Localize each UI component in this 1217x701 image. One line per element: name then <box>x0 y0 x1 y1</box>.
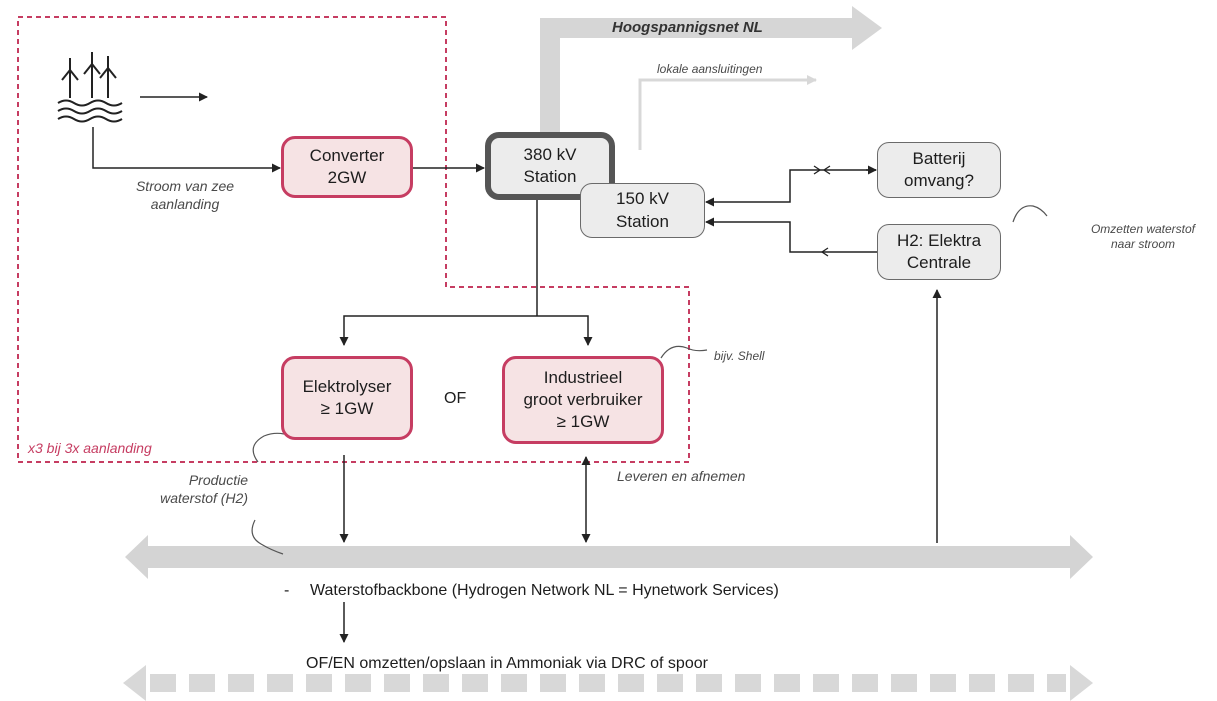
h2-centrale-label: H2: Elektra Centrale <box>896 230 982 272</box>
squiggle-productie-top <box>252 432 285 463</box>
batterij-label: Batterij omvang? <box>904 148 974 190</box>
elektrolyser-box: Elektrolyser ≥ 1GW <box>281 356 413 440</box>
converter-box: Converter 2GW <box>281 136 413 198</box>
backbone-arrow <box>125 535 1093 579</box>
station-150-label: 150 kV Station <box>616 189 669 231</box>
waterstofbackbone-label: Waterstofbackbone (Hydrogen Network NL =… <box>310 582 779 599</box>
ammoniak-dashed-arrow <box>123 665 1093 701</box>
region-multiplier-label: x3 bij 3x aanlanding <box>28 440 152 456</box>
bijv-shell-label: bijv. Shell <box>714 349 765 363</box>
lokale-aansluitingen-label: lokale aansluitingen <box>657 62 763 76</box>
or-label: OF <box>444 390 467 407</box>
h2-to-150-line <box>705 217 877 253</box>
lokale-aansluitingen-arrow <box>638 75 817 150</box>
offshore-wind-icon <box>57 52 123 123</box>
batterij-box: Batterij omvang? <box>877 142 1001 198</box>
industrieel-box: Industrieel groot verbruiker ≥ 1GW <box>502 356 664 444</box>
productie-waterstof-label: Productie waterstof (H2) <box>160 472 248 506</box>
hoogspanningsnet-arrow <box>540 6 882 148</box>
stroom-van-zee-label: Stroom van zee aanlanding <box>135 178 235 212</box>
batterij-150-line <box>705 169 876 207</box>
station-380-label: 380 kV Station <box>523 144 577 186</box>
omzetten-waterstof-label: Omzetten waterstof naar stroom <box>1090 222 1196 251</box>
h2-centrale-box: H2: Elektra Centrale <box>877 224 1001 280</box>
batterij-bidir-marker <box>813 165 831 175</box>
ammoniak-label: OF/EN omzetten/opslaan in Ammoniak via D… <box>306 655 708 672</box>
station-150-box: 150 kV Station <box>580 183 705 238</box>
split-to-industrieel <box>537 315 593 346</box>
backbone-dash: - <box>284 582 290 599</box>
zee-to-converter-line <box>92 127 281 173</box>
converter-label: Converter 2GW <box>309 145 385 187</box>
hoogspanningsnet-label: Hoogspannigsnet NL <box>612 19 763 36</box>
region-boundary <box>17 16 690 463</box>
leveren-afnemen-label: Leveren en afnemen <box>617 468 746 484</box>
elektrolyser-label: Elektrolyser ≥ 1GW <box>302 376 392 418</box>
split-to-elektrolyser <box>339 315 537 346</box>
squiggle-omzetten <box>1012 205 1048 223</box>
squiggle-shell <box>660 345 708 359</box>
industrieel-label: Industrieel groot verbruiker ≥ 1GW <box>523 367 643 432</box>
squiggle-productie-bottom <box>251 519 284 555</box>
